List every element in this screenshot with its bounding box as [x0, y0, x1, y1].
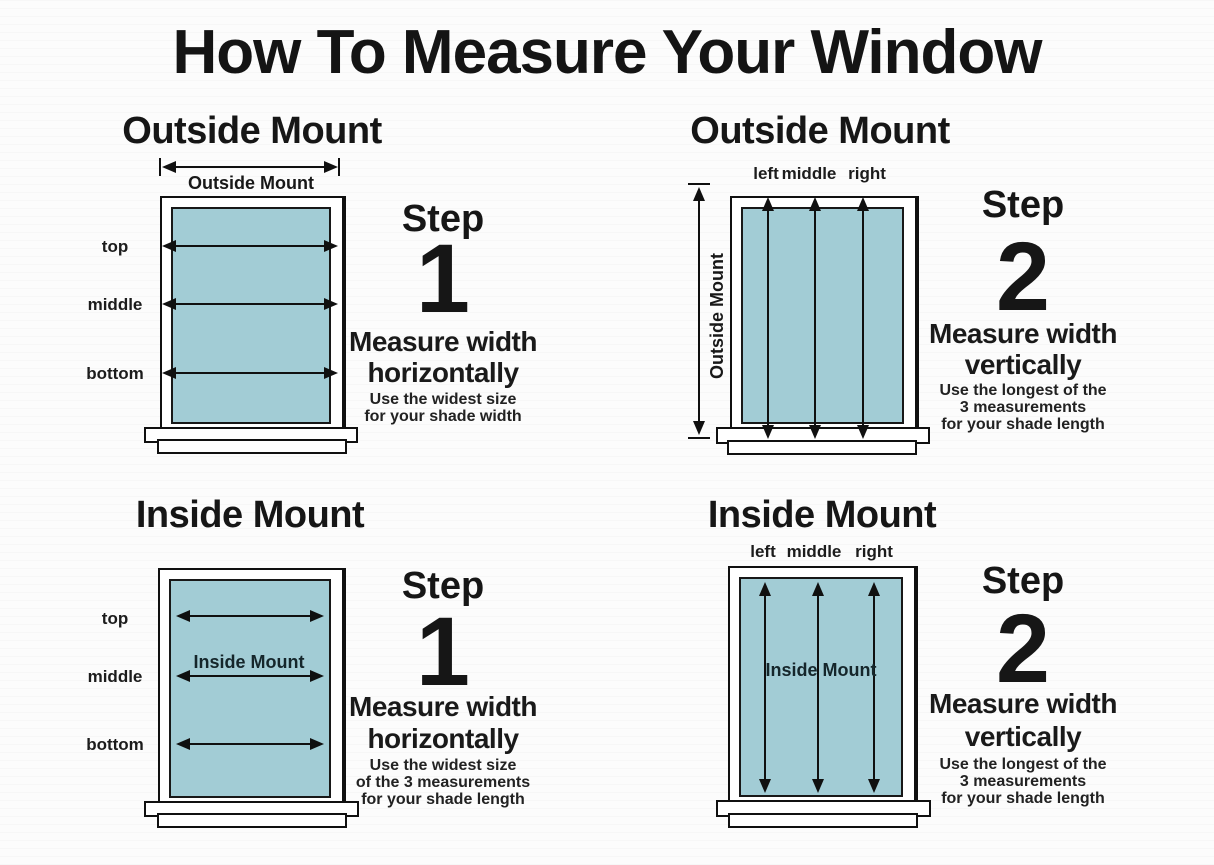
note-line: for your shade length	[361, 791, 525, 808]
step-number: 1	[416, 224, 470, 333]
row-label-bottom: bottom	[86, 364, 144, 383]
inner-mount-label: Inside Mount	[765, 660, 877, 680]
step-number: 2	[996, 594, 1050, 703]
window-frame	[158, 568, 346, 806]
col-label-left: left	[753, 164, 779, 183]
step-number: 1	[416, 597, 470, 706]
note-line: for your shade length	[941, 790, 1105, 807]
step-note: Use the widest size for your shade width	[335, 391, 551, 425]
section-heading: Inside Mount	[707, 494, 937, 536]
section-heading: Outside Mount	[690, 110, 950, 152]
top-width-arrow-icon	[162, 239, 338, 253]
col-label-middle: middle	[781, 164, 837, 183]
note-line: Use the widest size	[369, 391, 517, 408]
step-word: Step	[981, 560, 1065, 602]
section-inside-mount-length: Inside Mount left middle right Inside Mo…	[600, 480, 1214, 865]
bottom-width-arrow-icon	[162, 366, 338, 380]
page-title: How To Measure Your Window	[172, 18, 1042, 87]
step-note: Use the longest of the 3 measurements fo…	[923, 382, 1123, 433]
instruction-line1: Measure width	[929, 318, 1117, 349]
measure-tick-left	[159, 158, 161, 176]
left-length-arrow-icon	[761, 197, 775, 439]
section-outside-mount-length: Outside Mount left middle right Outside …	[600, 100, 1214, 460]
row-label-middle: middle	[87, 667, 143, 686]
window-sill-bottom	[727, 440, 917, 455]
left-length-arrow-icon	[758, 582, 772, 793]
window-sill-bottom	[157, 439, 347, 454]
note-line: of the 3 measurements	[355, 774, 531, 791]
col-label-right: right	[848, 164, 886, 183]
section-heading: Inside Mount	[135, 494, 365, 536]
middle-width-arrow-icon	[162, 297, 338, 311]
note-line: for your shade length	[941, 416, 1105, 433]
note-line: 3 measurements	[959, 399, 1087, 416]
measure-arrow-label: Outside Mount	[188, 173, 314, 193]
note-line: Use the widest size	[369, 757, 517, 774]
window-frame	[160, 196, 346, 432]
middle-width-arrow-icon	[176, 669, 324, 683]
middle-length-arrow-icon	[811, 582, 825, 793]
window-pane	[739, 577, 903, 797]
height-measure-arrow-icon	[692, 187, 706, 435]
col-label-middle: middle	[786, 542, 842, 561]
step-note: Use the longest of the 3 measurements fo…	[923, 756, 1123, 807]
right-length-arrow-icon	[856, 197, 870, 439]
measure-tick-bottom	[688, 437, 710, 439]
step-number: 2	[996, 222, 1050, 331]
instruction-line1: Measure width	[349, 691, 537, 722]
row-label-top: top	[101, 237, 129, 256]
col-label-left: left	[750, 542, 776, 561]
section-outside-mount-width: Outside Mount Outside Mount top middle b…	[0, 100, 600, 460]
window-frame	[730, 196, 919, 432]
right-length-arrow-icon	[867, 582, 881, 793]
middle-length-arrow-icon	[808, 197, 822, 439]
bottom-width-arrow-icon	[176, 737, 324, 751]
section-heading: Outside Mount	[122, 110, 382, 152]
step-word: Step	[981, 184, 1065, 226]
instruction-line2: vertically	[964, 349, 1082, 380]
instruction-line1: Measure width	[349, 326, 537, 357]
measure-tick-top	[688, 183, 710, 185]
note-line: for your shade width	[364, 408, 522, 425]
window-sill-bottom	[157, 813, 347, 828]
width-measure-arrow-icon	[162, 160, 338, 174]
instruction-line2: horizontally	[367, 723, 519, 754]
step-word: Step	[401, 198, 485, 240]
window-pane	[171, 207, 331, 424]
window-sill-bottom	[728, 813, 918, 828]
measure-tick-right	[338, 158, 340, 176]
row-label-bottom: bottom	[86, 735, 144, 754]
note-line: 3 measurements	[959, 773, 1087, 790]
top-width-arrow-icon	[176, 609, 324, 623]
instruction-line2: vertically	[964, 721, 1082, 752]
note-line: Use the longest of the	[939, 756, 1107, 773]
step-word: Step	[401, 565, 485, 607]
instruction-line1: Measure width	[929, 688, 1117, 719]
measure-arrow-label: Outside Mount	[707, 253, 727, 379]
section-inside-mount-width: Inside Mount Inside Mount top middle bot…	[0, 480, 600, 865]
instruction-line2: horizontally	[367, 357, 519, 388]
step-note: Use the widest size of the 3 measurement…	[335, 757, 551, 808]
row-label-middle: middle	[87, 295, 143, 314]
col-label-right: right	[855, 542, 893, 561]
row-label-top: top	[101, 609, 129, 628]
note-line: Use the longest of the	[939, 382, 1107, 399]
inner-mount-label: Inside Mount	[193, 652, 305, 672]
